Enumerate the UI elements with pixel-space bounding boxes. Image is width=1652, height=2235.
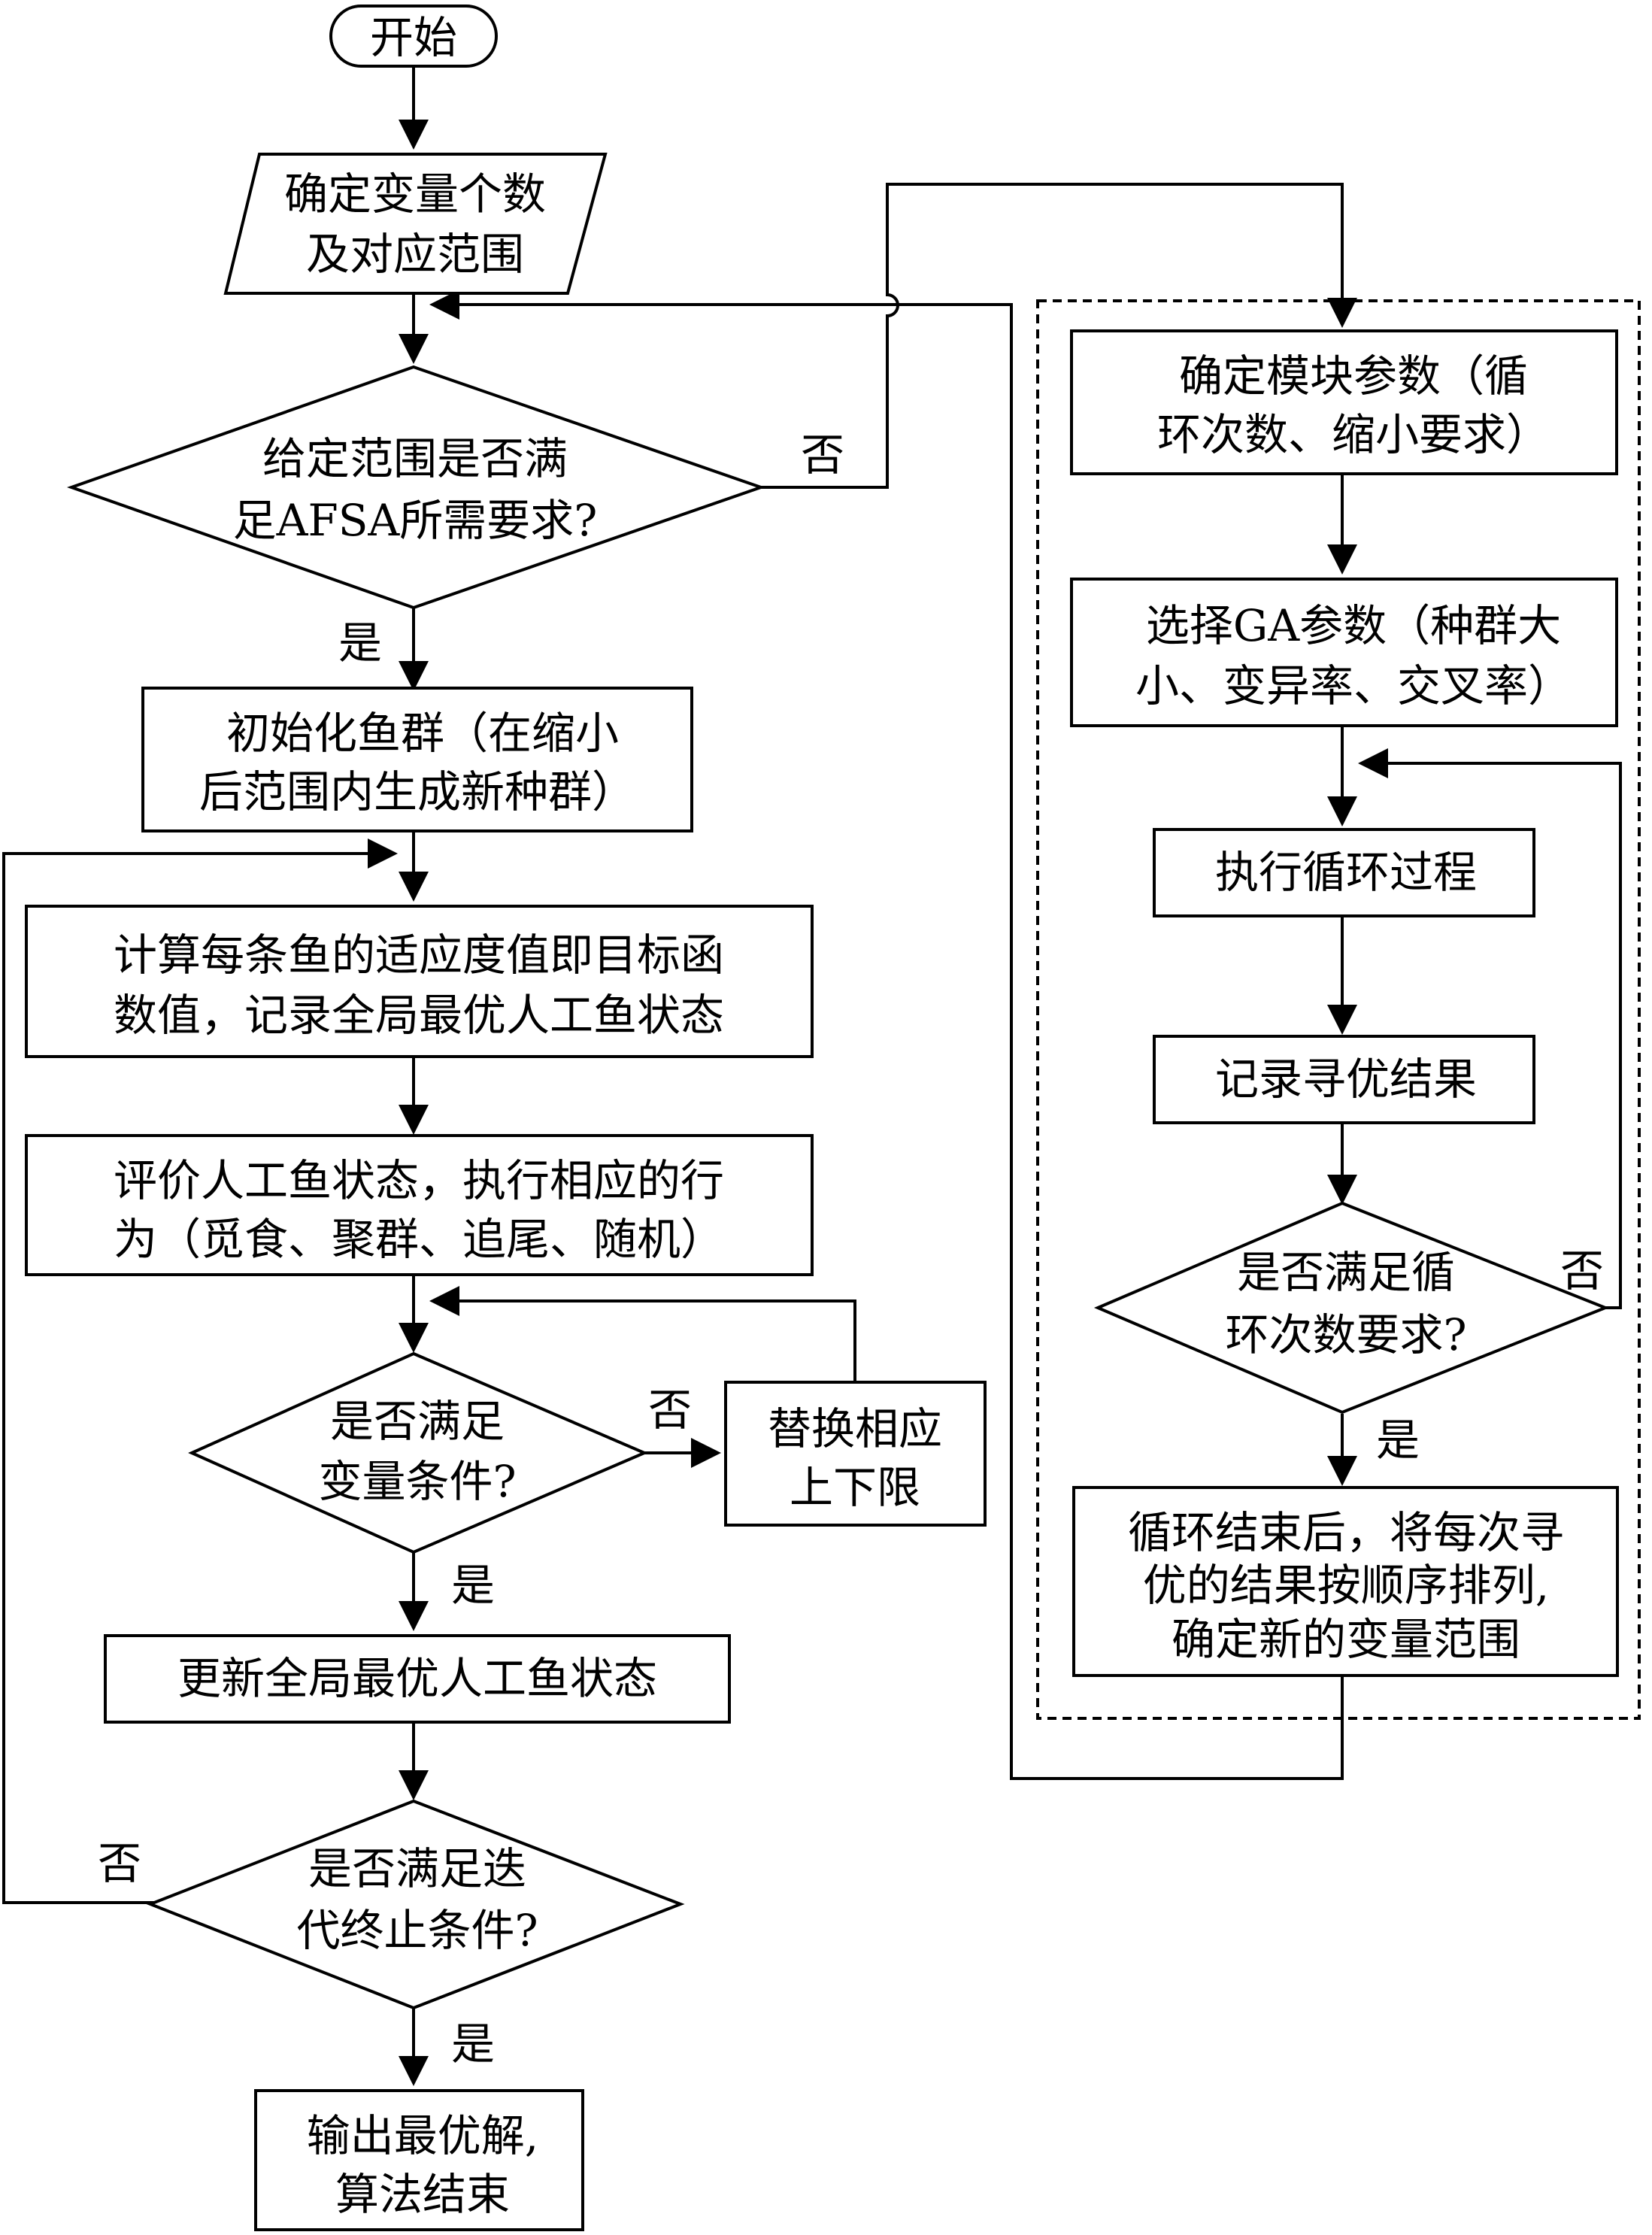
label-iter-yes: 是 [451,2018,495,2070]
module-params-line2: 环次数、缩小要求） [1157,409,1550,460]
init-fish-line1: 初始化鱼群（在缩小 [226,708,619,759]
start-label: 开始 [370,12,457,63]
output-line1: 输出最优解, [307,2110,538,2161]
iter-check-line2: 代终止条件? [296,1905,538,1956]
finalize-range-line3: 确定新的变量范围 [1172,1614,1520,1665]
arrow-replace-back [429,1286,856,1382]
node-iter-check: 是否满足迭 代终止条件? [146,1799,685,2010]
label-iter-no: 否 [98,1838,141,1889]
node-start: 开始 [329,5,498,68]
node-update-best: 更新全局最优人工鱼状态 [104,1634,731,1724]
node-ga-params: 选择GA参数（种群大 小、变异率、交叉率） [1070,578,1618,727]
label-range-yes: 是 [338,617,382,669]
node-var-check: 是否满足 变量条件? [188,1351,649,1554]
node-calc-fitness: 计算每条鱼的适应度值即目标函 数值，记录全局最优人工鱼状态 [25,905,814,1058]
calc-fitness-line1: 计算每条鱼的适应度值即目标函 [114,929,724,981]
record-result-label: 记录寻优结果 [1215,1054,1477,1105]
module-params-line1: 确定模块参数（循 [1179,350,1528,402]
replace-bounds-line2: 上下限 [790,1462,920,1513]
module-dashed-container [1036,299,1641,1720]
var-check-line2: 变量条件? [318,1456,516,1507]
calc-fitness-line2: 数值，记录全局最优人工鱼状态 [114,990,724,1041]
iter-check-line1: 是否满足迭 [308,1843,526,1894]
label-varcheck-yes: 是 [451,1560,495,1611]
label-loopcheck-yes: 是 [1376,1415,1420,1466]
node-range-check: 给定范围是否满 足AFSA所需要求? [66,365,766,610]
define-vars-line2: 及对应范围 [306,229,524,280]
finalize-range-line2: 优的结果按顺序排列, [1143,1560,1549,1611]
output-line2: 算法结束 [335,2169,510,2220]
init-fish-line2: 后范围内生成新种群） [199,766,635,817]
node-run-loop: 执行循环过程 [1153,828,1535,917]
loop-check-line1: 是否满足循 [1237,1247,1455,1298]
define-vars-line1: 确定变量个数 [284,168,546,220]
label-range-no: 否 [801,429,844,481]
var-check-line1: 是否满足 [330,1396,505,1447]
evaluate-line2: 为（觅食、聚群、追尾、随机） [114,1214,724,1265]
update-best-label: 更新全局最优人工鱼状态 [177,1653,657,1704]
range-check-line1: 给定范围是否满 [262,433,568,484]
node-record-result: 记录寻优结果 [1153,1035,1535,1124]
label-varcheck-no: 否 [648,1384,692,1436]
node-module-params: 确定模块参数（循 环次数、缩小要求） [1070,329,1618,475]
arrow-finalize-to-rangecheck [429,290,1344,1780]
finalize-range-line1: 循环结束后，将每次寻 [1128,1507,1564,1558]
node-finalize-range: 循环结束后，将每次寻 优的结果按顺序排列, 确定新的变量范围 [1072,1486,1619,1677]
node-define-vars: 确定变量个数 及对应范围 [223,153,608,295]
node-init-fish: 初始化鱼群（在缩小 后范围内生成新种群） [141,687,693,832]
loop-check-line2: 环次数要求? [1225,1309,1466,1360]
range-check-line2: 足AFSA所需要求? [233,495,598,546]
node-output: 输出最优解, 算法结束 [254,2089,584,2231]
label-loopcheck-no: 否 [1560,1245,1604,1296]
evaluate-line1: 评价人工鱼状态，执行相应的行 [114,1155,724,1206]
node-evaluate: 评价人工鱼状态，执行相应的行 为（觅食、聚群、追尾、随机） [25,1134,814,1276]
node-replace-bounds: 替换相应 上下限 [724,1381,987,1527]
arrow-loopcheck-no-back [1358,748,1622,1309]
ga-params-line2: 小、变异率、交叉率） [1135,660,1572,711]
edge-labels: 否 是 否 是 否 是 否 是 [98,429,1604,2070]
connectors [2,64,1622,2086]
replace-bounds-line1: 替换相应 [768,1403,942,1454]
node-loop-check: 是否满足循 环次数要求? [1093,1201,1610,1415]
ga-params-line1: 选择GA参数（种群大 [1146,600,1561,651]
arrow-iter-no-loop [2,839,398,1904]
run-loop-label: 执行循环过程 [1215,847,1477,898]
